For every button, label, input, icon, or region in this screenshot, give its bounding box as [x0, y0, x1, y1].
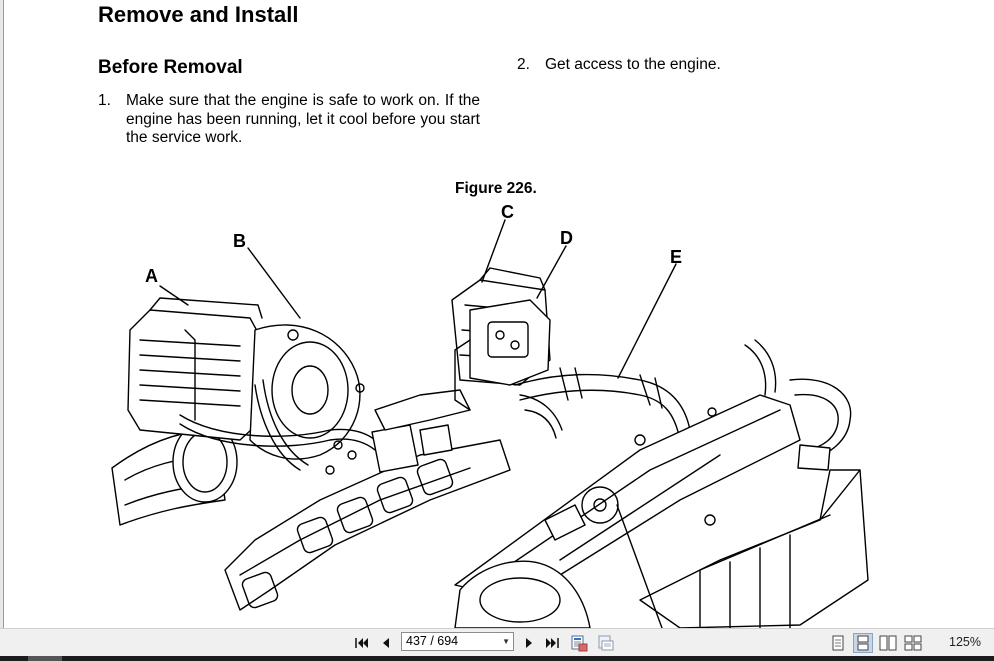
document-page: Remove and Install Before Removal 1. Mak… [98, 2, 869, 628]
step-number: 1. [98, 92, 111, 109]
page-number-field[interactable]: 437 / 694 ▼ [401, 632, 514, 651]
step-text: Get access to the engine. [545, 56, 721, 73]
step-text: Make sure that the engine is safe to wor… [126, 92, 480, 146]
page-edge [0, 0, 4, 628]
fit-page-icon[interactable] [569, 633, 589, 653]
engine-illustration [111, 219, 869, 628]
callout-label-e: E [670, 247, 683, 267]
previous-page-icon[interactable] [376, 633, 396, 653]
chevron-down-icon[interactable]: ▼ [502, 637, 510, 646]
scrollbar-thumb[interactable] [28, 656, 62, 661]
first-page-icon[interactable] [352, 633, 372, 653]
callout-label-c: C [501, 202, 514, 222]
viewer-toolbar: 437 / 694 ▼ 125% [0, 628, 994, 657]
figure-caption: Figure 226. [455, 180, 537, 197]
last-page-icon[interactable] [542, 633, 562, 653]
page-number-value: 437 / 694 [406, 634, 459, 648]
facing-view-icon[interactable] [878, 633, 898, 653]
step-1: 1. Make sure that the engine is safe to … [98, 92, 480, 152]
page-title: Remove and Install [98, 2, 299, 27]
step-2: 2. Get access to the engine. [517, 56, 777, 76]
callout-label-b: B [233, 231, 246, 251]
callout-label-d: D [560, 228, 573, 248]
section-heading: Before Removal [98, 57, 243, 78]
callout-label-a: A [145, 266, 158, 286]
fit-width-icon[interactable] [595, 633, 615, 653]
continuous-view-icon[interactable] [853, 633, 873, 653]
step-number: 2. [517, 56, 530, 73]
continuous-facing-view-icon[interactable] [903, 633, 923, 653]
horizontal-scrollbar[interactable] [0, 656, 994, 661]
zoom-level[interactable]: 125% [949, 635, 981, 649]
single-page-view-icon[interactable] [828, 633, 848, 653]
next-page-icon[interactable] [519, 633, 539, 653]
